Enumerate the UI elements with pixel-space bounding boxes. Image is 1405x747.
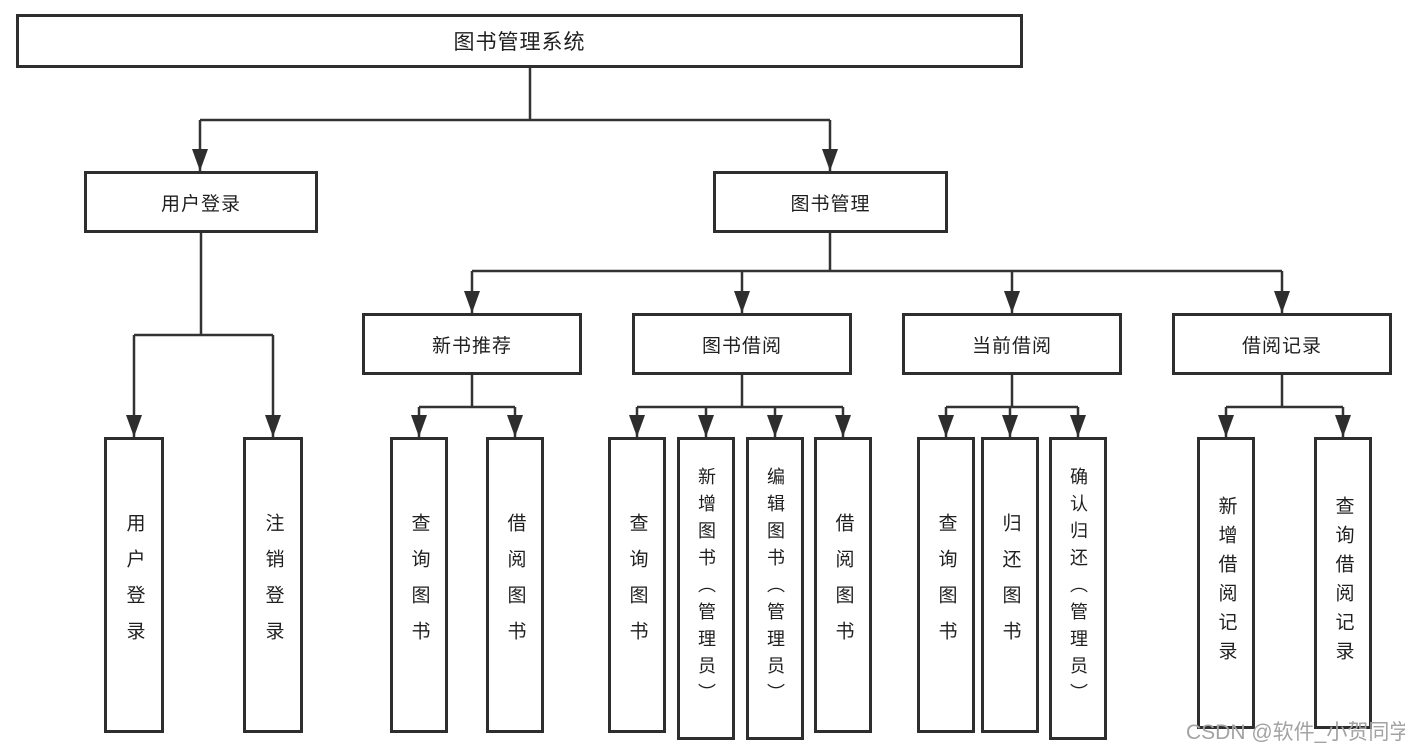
- arrow-down-icon: [1274, 291, 1290, 313]
- leaf-confirm-return-admin: 确认归还（管理员）: [1049, 437, 1107, 740]
- arrow-down-icon: [192, 149, 208, 171]
- leaf-current-query-books: 查询图书: [917, 437, 975, 733]
- leaf-recommend-borrow-books: 借阅图书: [486, 437, 544, 733]
- arrow-down-icon: [1335, 415, 1351, 437]
- arrow-down-icon: [411, 415, 427, 437]
- arrow-down-icon: [1002, 415, 1018, 437]
- node-new-book-recommend: 新书推荐: [362, 313, 582, 375]
- arrow-down-icon: [507, 415, 523, 437]
- arrow-down-icon: [464, 291, 480, 313]
- leaf-borrowing-borrow-books: 借阅图书: [814, 437, 872, 733]
- arrow-down-icon: [1004, 291, 1020, 313]
- arrow-down-icon: [629, 415, 645, 437]
- leaf-user-login: 用户登录: [104, 437, 164, 733]
- leaf-recommend-borrow-books-label: 借阅图书: [504, 513, 526, 657]
- leaf-return-books: 归还图书: [981, 437, 1039, 733]
- leaf-query-borrow-record-label: 查询借阅记录: [1332, 496, 1354, 670]
- arrow-down-icon: [767, 415, 783, 437]
- arrow-down-icon: [126, 415, 142, 437]
- leaf-logout-label: 注销登录: [262, 513, 284, 657]
- leaf-recommend-query-books-label: 查询图书: [408, 513, 430, 657]
- leaf-borrowing-query-books: 查询图书: [608, 437, 666, 733]
- leaf-add-borrow-record-label: 新增借阅记录: [1215, 496, 1237, 670]
- node-user-login: 用户登录: [84, 171, 318, 233]
- arrow-down-icon: [938, 415, 954, 437]
- node-library-management-system: 图书管理系统: [16, 14, 1023, 68]
- leaf-current-query-books-label: 查询图书: [935, 513, 957, 657]
- leaf-query-borrow-record: 查询借阅记录: [1314, 437, 1372, 729]
- leaf-confirm-return-admin-label: 确认归还（管理员）: [1068, 467, 1088, 710]
- node-book-borrowing: 图书借阅: [632, 313, 852, 375]
- arrow-down-icon: [1070, 415, 1086, 437]
- node-book-management: 图书管理: [713, 171, 948, 233]
- leaf-borrowing-query-books-label: 查询图书: [626, 513, 648, 657]
- tree-edges: [132, 68, 1345, 437]
- arrow-down-icon: [734, 291, 750, 313]
- arrow-down-icon: [698, 415, 714, 437]
- leaf-logout: 注销登录: [243, 437, 303, 733]
- csdn-watermark: CSDN @软件_小贺同学: [1186, 721, 1405, 744]
- node-borrowing-records: 借阅记录: [1172, 313, 1392, 375]
- arrowheads: [126, 149, 1351, 437]
- arrow-down-icon: [1218, 415, 1234, 437]
- node-current-borrowing: 当前借阅: [902, 313, 1122, 375]
- leaf-add-borrow-record: 新增借阅记录: [1197, 437, 1255, 729]
- arrow-down-icon: [835, 415, 851, 437]
- leaf-add-books-admin-label: 新增图书（管理员）: [696, 467, 716, 710]
- leaf-add-books-admin: 新增图书（管理员）: [677, 437, 735, 740]
- leaf-recommend-query-books: 查询图书: [390, 437, 448, 733]
- leaf-user-login-label: 用户登录: [123, 513, 145, 657]
- arrow-down-icon: [822, 149, 838, 171]
- arrow-down-icon: [265, 415, 281, 437]
- leaf-return-books-label: 归还图书: [999, 513, 1021, 657]
- leaf-borrowing-borrow-books-label: 借阅图书: [832, 513, 854, 657]
- leaf-edit-books-admin-label: 编辑图书（管理员）: [765, 467, 785, 710]
- leaf-edit-books-admin: 编辑图书（管理员）: [746, 437, 804, 740]
